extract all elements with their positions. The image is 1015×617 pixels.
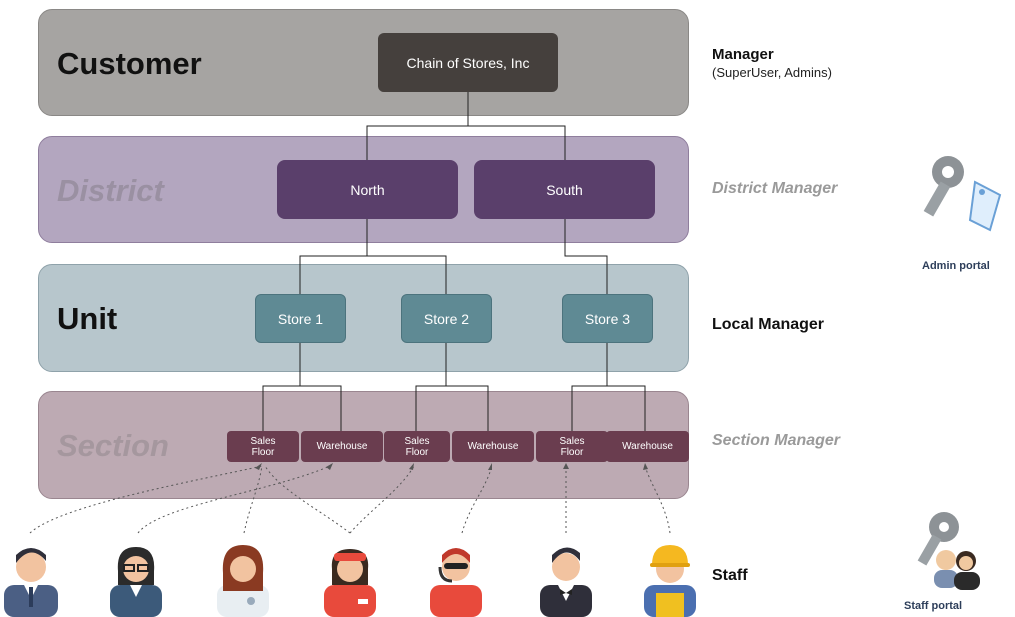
customer-level-label: Customer xyxy=(57,46,202,81)
key-tag-icon xyxy=(923,156,1002,232)
role-staff: Staff xyxy=(712,567,748,584)
person-avatar-icon xyxy=(540,547,592,617)
sales-floor-line1: Sales xyxy=(250,435,276,447)
node-store-2: Store 2 xyxy=(401,294,492,343)
key-users-icon xyxy=(917,512,980,590)
node-sales-floor-1: Sales Floor xyxy=(227,431,299,462)
sales-floor-line1: Sales xyxy=(559,435,585,447)
role-local-manager: Local Manager xyxy=(712,316,825,333)
node-chain-of-stores-label: Chain of Stores, Inc xyxy=(406,54,530,71)
node-north-label: North xyxy=(350,181,385,198)
person-avatar-icon xyxy=(110,547,162,617)
node-store-2-label: Store 2 xyxy=(423,310,470,327)
role-manager-subtitle: (SuperUser, Admins) xyxy=(712,65,832,80)
role-district-manager: District Manager xyxy=(712,180,838,197)
node-sales-floor-3: Sales Floor xyxy=(536,431,608,462)
role-section-manager: Section Manager xyxy=(712,432,841,449)
node-chain-of-stores: Chain of Stores, Inc xyxy=(378,33,558,92)
node-south-label: South xyxy=(546,181,583,198)
section-level-label: Section xyxy=(57,428,169,463)
node-store-3: Store 3 xyxy=(562,294,653,343)
role-manager: Manager (SuperUser, Admins) xyxy=(712,46,832,80)
role-manager-title: Manager xyxy=(712,46,774,63)
admin-portal-label[interactable]: Admin portal xyxy=(922,260,990,272)
warehouse-label: Warehouse xyxy=(622,441,673,452)
district-level-label: District xyxy=(57,173,164,208)
node-store-1-label: Store 1 xyxy=(277,310,324,327)
warehouse-label: Warehouse xyxy=(467,441,519,452)
warehouse-label: Warehouse xyxy=(316,441,368,452)
person-avatar-icon xyxy=(4,548,58,617)
node-warehouse-2: Warehouse xyxy=(452,431,534,462)
unit-level-label: Unit xyxy=(57,301,118,336)
sales-floor-line2: Floor xyxy=(405,446,429,458)
person-avatar-icon xyxy=(324,549,376,617)
node-store-3-label: Store 3 xyxy=(584,310,631,327)
node-warehouse-1: Warehouse xyxy=(301,431,383,462)
person-avatar-icon xyxy=(644,545,696,617)
node-north: North xyxy=(277,160,458,219)
node-warehouse-3: Warehouse xyxy=(606,431,689,462)
node-sales-floor-2: Sales Floor xyxy=(384,431,450,462)
person-avatar-icon xyxy=(217,545,269,617)
sales-floor-line2: Floor xyxy=(251,446,275,458)
sales-floor-line2: Floor xyxy=(560,446,584,458)
customer-band: Customer xyxy=(38,9,689,116)
node-store-1: Store 1 xyxy=(255,294,346,343)
sales-floor-line1: Sales xyxy=(404,435,430,447)
person-avatar-icon xyxy=(430,548,482,617)
staff-portal-label[interactable]: Staff portal xyxy=(904,600,963,612)
unit-band: Unit xyxy=(38,264,689,372)
node-south: South xyxy=(474,160,655,219)
